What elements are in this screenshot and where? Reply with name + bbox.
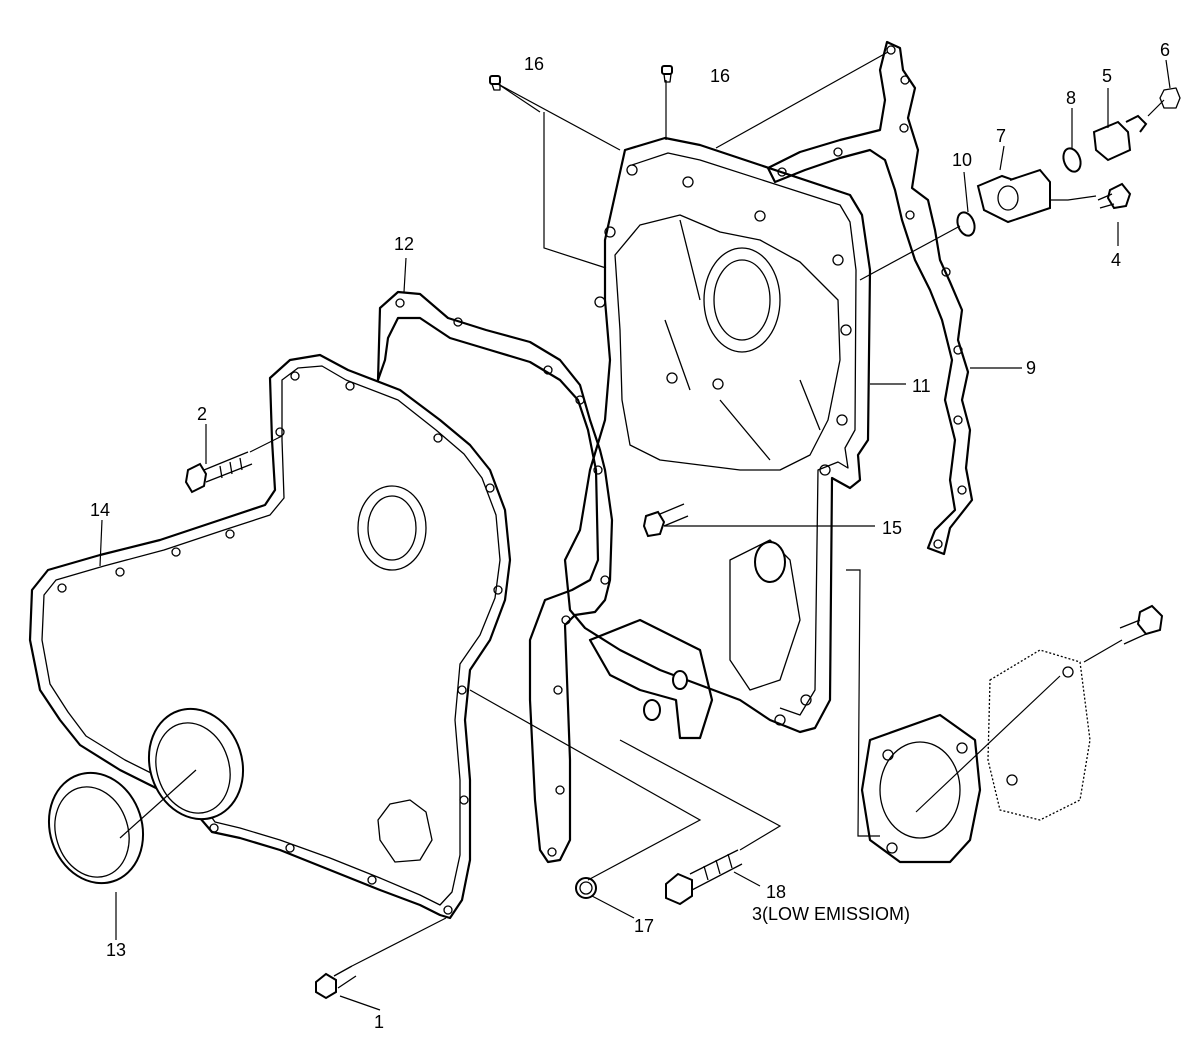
part-6-clip	[1159, 87, 1181, 109]
callout-18: 18	[766, 882, 786, 902]
part-14-cover-gasket	[28, 353, 512, 920]
callout-15: 15	[882, 518, 902, 538]
callout-2: 2	[197, 404, 207, 424]
leader-lines	[99, 51, 1171, 1011]
callout-12: 12	[394, 234, 414, 254]
part-10-o-ring	[956, 211, 976, 237]
part-15-bolt	[642, 503, 689, 538]
callout-16-a: 16	[524, 54, 544, 74]
part-2-bolt	[184, 451, 253, 494]
callout-4: 4	[1111, 250, 1121, 270]
part-9-rear-gasket	[766, 40, 974, 556]
callout-3: 3(LOW EMISSIOM)	[752, 904, 910, 924]
part-7-sensor-housing	[976, 168, 1051, 224]
part-17-plug	[575, 877, 597, 899]
callout-8: 8	[1066, 88, 1076, 108]
part-4-bolt	[1097, 182, 1132, 210]
callout-9: 9	[1026, 358, 1036, 378]
callout-5: 5	[1102, 66, 1112, 86]
callout-13: 13	[106, 940, 126, 960]
callout-7: 7	[996, 126, 1006, 146]
callout-16-b: 16	[710, 66, 730, 86]
callout-17: 17	[634, 916, 654, 936]
callout-1: 1	[374, 1012, 384, 1032]
callout-10: 10	[952, 150, 972, 170]
part-18-bolt	[665, 849, 743, 906]
cover-bolt	[1119, 604, 1164, 645]
part-13-oil-seals	[47, 707, 245, 885]
part-5-sensor	[1092, 114, 1148, 162]
callout-6: 6	[1160, 40, 1170, 60]
callout-14: 14	[90, 500, 110, 520]
callout-labels: 1 2 3(LOW EMISSIOM) 4 5 6 7 8 9 10 11 12…	[90, 40, 1170, 1032]
callout-11: 11	[912, 376, 931, 396]
part-11-front-housing	[563, 136, 872, 740]
access-cover-plate	[860, 649, 1091, 864]
part-12-middle-gasket	[376, 290, 614, 864]
part-16-plug-a	[489, 75, 501, 91]
part-1-bolt	[315, 965, 357, 1000]
part-16-plug-b	[661, 65, 673, 83]
part-8-o-ring	[1062, 147, 1082, 173]
